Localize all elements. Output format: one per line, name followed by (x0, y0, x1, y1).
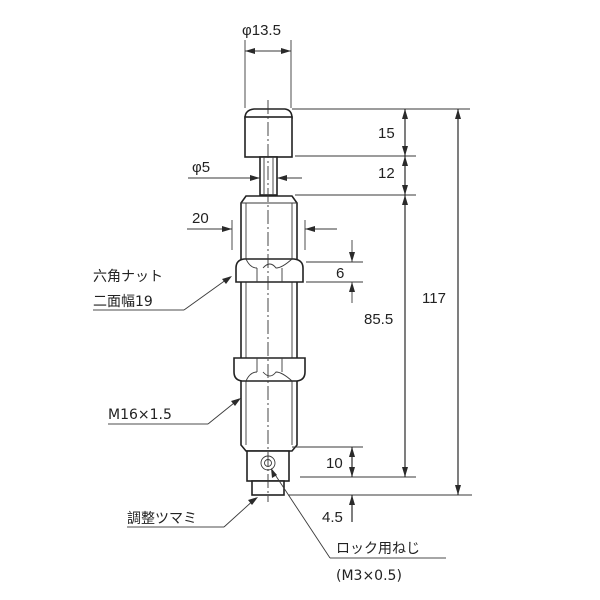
dim-column-left: 15 12 85.5 (292, 108, 470, 478)
hex-nut-upper (235, 258, 304, 283)
head-cap (244, 108, 293, 119)
adjust-knob-label: 調整ツマミ (127, 511, 197, 527)
rod-length-text: 12 (378, 165, 395, 182)
knob-length-text: 4.5 (322, 509, 343, 526)
piston-head (244, 116, 293, 158)
threaded-body (240, 195, 298, 452)
leader-lock-screw: ロック用ねじ (M3×0.5) (271, 468, 446, 584)
dim-rod-diameter: φ5 (188, 159, 302, 181)
dim-body-width: 20 (187, 210, 337, 250)
body-width-text: 20 (192, 210, 209, 227)
dim-head-diameter: φ13.5 (242, 22, 292, 108)
lock-section-text: 10 (326, 455, 343, 472)
head-length-text: 15 (378, 125, 395, 142)
body-length-text: 85.5 (364, 311, 393, 328)
head-diameter-text: φ13.5 (242, 22, 281, 39)
leader-thread: M16×1.5 (108, 398, 241, 425)
dim-overall-length: 117 (288, 109, 472, 496)
dim-nut-thickness: 6 (306, 240, 363, 303)
part-outline (233, 100, 306, 502)
leader-adjust-knob: 調整ツマミ (127, 497, 258, 528)
hex-nut-lower (233, 357, 306, 382)
rod-diameter-text: φ5 (192, 159, 210, 176)
leader-hex-nut: 六角ナット 二面幅19 (93, 269, 232, 311)
piston-rod (259, 156, 278, 196)
lock-screw-label-1: ロック用ねじ (336, 541, 420, 557)
thread-label: M16×1.5 (108, 407, 172, 423)
lock-screw-label-2: (M3×0.5) (336, 568, 402, 584)
nut-thickness-text: 6 (336, 265, 344, 282)
hex-nut-label-2: 二面幅19 (93, 294, 153, 310)
overall-length-text: 117 (422, 290, 446, 307)
dim-lower: 10 4.5 (292, 446, 363, 526)
hex-nut-label-1: 六角ナット (93, 269, 163, 285)
